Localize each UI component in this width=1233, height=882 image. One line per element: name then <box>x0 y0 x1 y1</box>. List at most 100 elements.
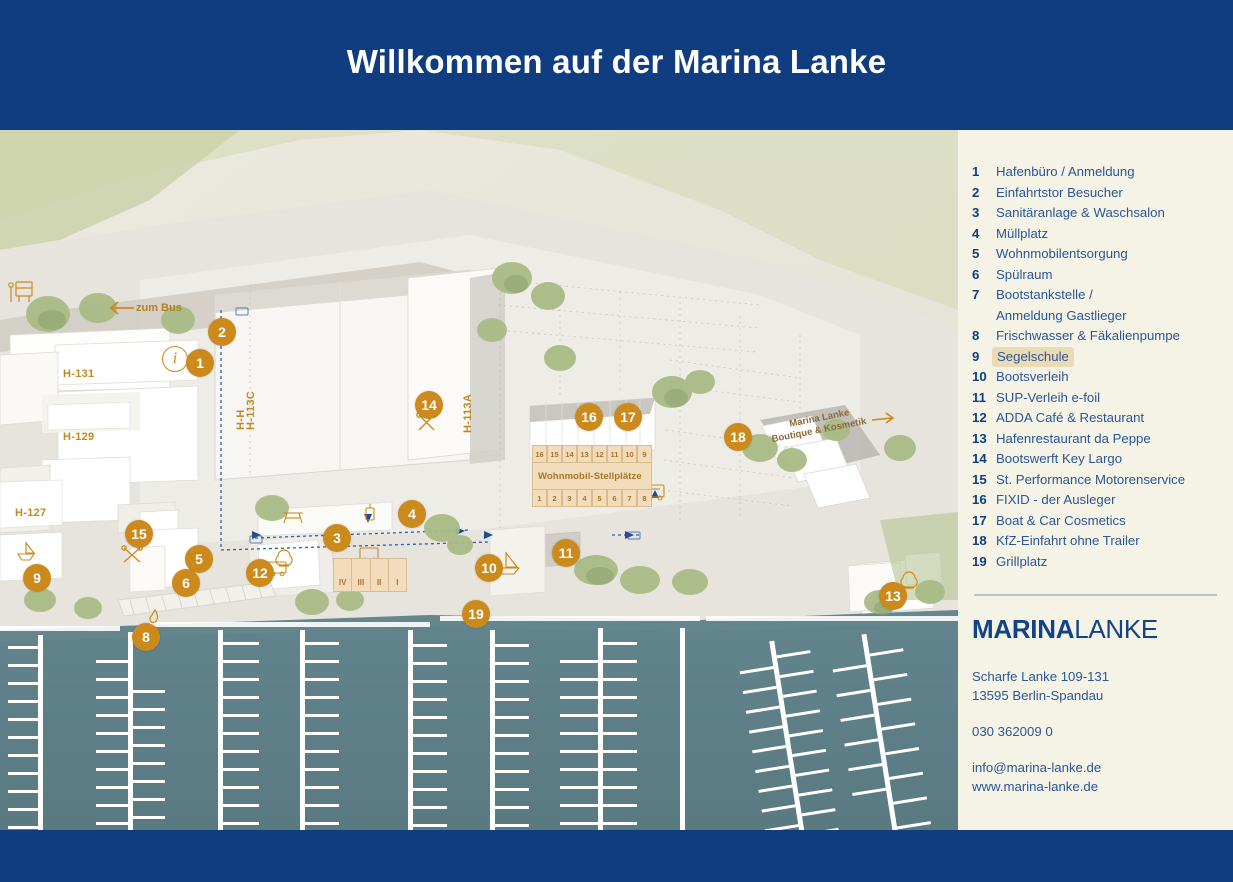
legend-item-18[interactable]: 18 KfZ-Einfahrt ohne Trailer <box>972 531 1219 551</box>
website-url[interactable]: www.marina-lanke.de <box>972 778 1099 794</box>
camper-pitch-title: Wohnmobil-Stellplätze <box>532 463 652 489</box>
legend-item-6[interactable]: 6 Spülraum <box>972 265 1219 285</box>
legend-item-number: 18 <box>972 533 987 548</box>
page-title: Willkommen auf der Marina Lanke <box>346 43 887 80</box>
legend-item-4[interactable]: 4 Müllplatz <box>972 224 1219 244</box>
legend-item-number: 3 <box>972 205 980 220</box>
legend-item-label: KfZ-Einfahrt ohne Trailer <box>996 533 1140 548</box>
camper-pitch-12: 12 <box>592 445 607 463</box>
camper-pitch-11: 11 <box>607 445 622 463</box>
map-marker-11[interactable]: 11 <box>552 539 580 567</box>
camper-pitch-13: 13 <box>577 445 592 463</box>
legend-item-label: Hafenrestaurant da Peppe <box>996 430 1151 446</box>
building-label-h-131: H-131 <box>63 368 95 380</box>
camper-pitch-4: 4 <box>577 489 592 507</box>
legend-item-number: 7 <box>972 287 980 302</box>
legend-item-number: 15 <box>972 471 987 487</box>
map-marker-12[interactable]: 12 <box>246 559 274 587</box>
legend-item-label: Hafenbüro / Anmeldung <box>996 164 1135 179</box>
roman-pitch-II: II <box>371 559 389 591</box>
legend-item-cont[interactable]: Anmeldung Gastlieger <box>972 306 1219 326</box>
legend-item-number: 9 <box>972 348 980 364</box>
map-marker-15[interactable]: 15 <box>125 520 153 548</box>
legend-item-13[interactable]: 13 Hafenrestaurant da Peppe <box>972 429 1219 449</box>
legend-item-label: Müllplatz <box>996 225 1049 241</box>
page-header: Willkommen auf der Marina Lanke <box>0 0 1233 130</box>
map-marker-18[interactable]: 18 <box>724 423 752 451</box>
legend-item-label: Grillplatz <box>996 553 1048 569</box>
roman-pitch-I: I <box>396 578 399 587</box>
camper-pitch-9: 9 <box>637 445 652 463</box>
brand-bold: MARINA <box>972 613 1075 644</box>
map-marker-19[interactable]: 19 <box>462 600 490 628</box>
building-label-h-113a: H-113A <box>462 393 474 433</box>
legend-item-number: 11 <box>972 389 986 405</box>
map-marker-6[interactable]: 6 <box>172 569 200 597</box>
map-marker-17[interactable]: 17 <box>614 403 642 431</box>
phone-number[interactable]: 030 362009 0 <box>972 723 1053 739</box>
legend-item-label: Einfahrtstor Besucher <box>996 184 1123 200</box>
legend-item-number: 4 <box>972 225 980 241</box>
legend-item-label: Bootswerft Key Largo <box>996 451 1123 466</box>
legend-item-number: 8 <box>972 328 980 343</box>
camper-pitch-6: 6 <box>607 489 622 507</box>
map-marker-10[interactable]: 10 <box>475 554 503 582</box>
camper-pitch-15: 15 <box>547 445 562 463</box>
legend-item-label: Spülraum <box>996 266 1053 282</box>
legend-item-17[interactable]: 17 Boat & Car Cosmetics <box>972 511 1219 531</box>
legend-item-label: Anmeldung Gastlieger <box>996 307 1127 323</box>
legend-item-label: Bootsverleih <box>996 369 1069 384</box>
camper-pitch-2: 2 <box>547 489 562 507</box>
building-label-h-h: H-H <box>235 409 247 430</box>
map-marker-2[interactable]: 2 <box>208 318 236 346</box>
brand-light: LANKE <box>1074 613 1158 644</box>
map-marker-8[interactable]: 8 <box>132 623 160 651</box>
map-marker-16[interactable]: 16 <box>575 403 603 431</box>
legend-item-9[interactable]: 9 Segelschule <box>972 346 1219 367</box>
legend-item-label: Sanitäranlage & Waschsalon <box>996 205 1165 220</box>
map-marker-3[interactable]: 3 <box>323 524 351 552</box>
legend-item-3[interactable]: 3 Sanitäranlage & Waschsalon <box>972 203 1219 223</box>
address-street: Scharfe Lanke 109-131 <box>972 668 1110 684</box>
map-marker-1[interactable]: 1 <box>186 349 214 377</box>
roman-pitch-III: III <box>352 559 371 591</box>
legend-item-number: 13 <box>972 430 987 446</box>
roman-pitch-IV: IV <box>334 559 353 591</box>
information-icon[interactable]: i <box>162 346 188 372</box>
map-marker-13[interactable]: 13 <box>879 582 907 610</box>
map-marker-4[interactable]: 4 <box>398 500 426 528</box>
camper-pitch-3: 3 <box>562 489 577 507</box>
legend-item-label: Frischwasser & Fäkalienpumpe <box>996 328 1180 343</box>
legend-item-label: Boat & Car Cosmetics <box>996 512 1126 528</box>
map-marker-14[interactable]: 14 <box>415 391 443 419</box>
legend-item-number: 17 <box>972 512 987 528</box>
brand-logo: MARINALANKE <box>972 614 1219 645</box>
email-address[interactable]: info@marina-lanke.de <box>972 759 1102 775</box>
map-marker-9[interactable]: 9 <box>23 564 51 592</box>
camper-pitch-14: 14 <box>562 445 577 463</box>
camper-pitch-1: 1 <box>532 489 547 507</box>
camper-pitch-8: 8 <box>637 489 652 507</box>
legend-item-label: Segelschule <box>992 346 1074 367</box>
legend-item-8[interactable]: 8 Frischwasser & Fäkalienpumpe <box>972 326 1219 346</box>
legend-item-number: 12 <box>972 410 987 425</box>
map-marker-5[interactable]: 5 <box>185 545 213 573</box>
building-label-h-127: H-127 <box>15 507 47 519</box>
legend-item-number: 6 <box>972 266 980 282</box>
